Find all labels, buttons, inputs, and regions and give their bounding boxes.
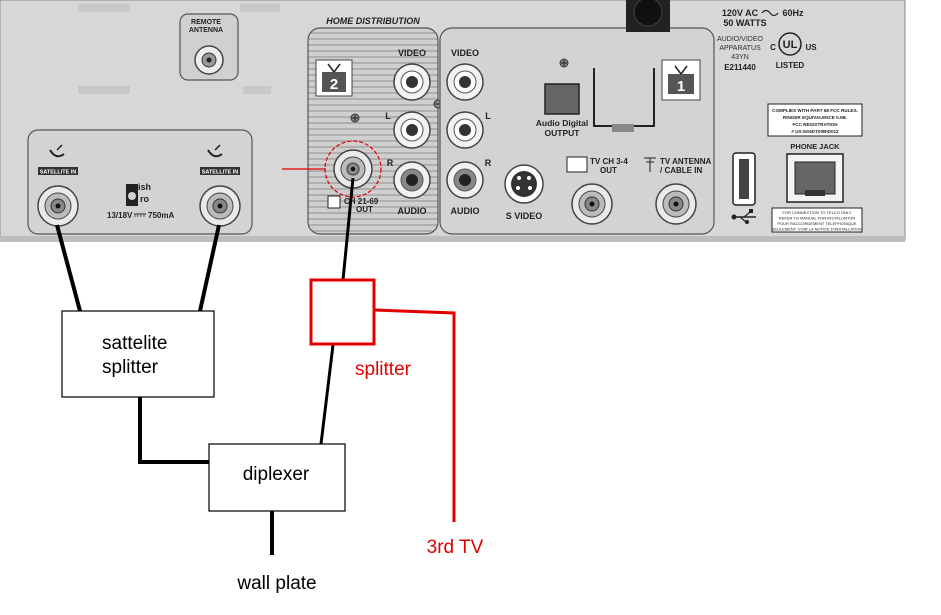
home-audio-r-rca-port[interactable] bbox=[393, 161, 431, 199]
tv-1-badge: 1 bbox=[677, 78, 685, 95]
svg-text:SEULEMENT: VOIR LA NOTICE D'IN: SEULEMENT: VOIR LA NOTICE D'INSTALLATION bbox=[772, 227, 863, 232]
screw-icon bbox=[350, 113, 360, 123]
power-rating-watts: 50 WATTS bbox=[723, 18, 766, 28]
tv-antenna-icon bbox=[327, 63, 341, 73]
main-r-label: R bbox=[485, 158, 492, 168]
svg-text:UL: UL bbox=[783, 39, 798, 51]
wall-plate-label: wall plate bbox=[236, 573, 316, 594]
satellite-in-port-2[interactable] bbox=[199, 185, 241, 227]
home-video-rca-port[interactable] bbox=[393, 63, 431, 101]
main-l-label: L bbox=[485, 111, 491, 121]
s-video-label: S VIDEO bbox=[506, 211, 543, 221]
power-rating-voltage: 120V AC bbox=[722, 8, 759, 18]
apparatus-label-1: AUDIO/VIDEO bbox=[717, 36, 763, 43]
antenna-icon bbox=[644, 157, 656, 172]
svg-text:REFER TO MANUAL FOR INSTALLATI: REFER TO MANUAL FOR INSTALLATION bbox=[779, 216, 855, 221]
cable-satellite-2 bbox=[198, 224, 221, 312]
satellite-splitter-label-1: sattelite bbox=[102, 333, 167, 354]
third-tv-label: 3rd TV bbox=[427, 537, 484, 558]
main-video-rca-port[interactable] bbox=[446, 63, 484, 101]
cable-splitter-to-3rd-tv bbox=[373, 308, 456, 522]
home-audio-l-rca-port[interactable] bbox=[393, 111, 431, 149]
remote-antenna-label-2: ANTENNA bbox=[189, 27, 223, 34]
usb-port[interactable] bbox=[732, 152, 756, 206]
ch-out-highlight bbox=[282, 140, 382, 198]
remote-antenna-label-1: REMOTE bbox=[191, 19, 221, 26]
tv-ch-out-label-2: OUT bbox=[600, 166, 617, 175]
receiver-back-panel: REMOTE ANTENNA SATELLITE IN SATELLITE IN… bbox=[0, 0, 906, 242]
certification-number: E211440 bbox=[724, 63, 756, 72]
main-video-label: VIDEO bbox=[451, 48, 479, 58]
splitter-box bbox=[309, 278, 376, 346]
main-audio-label: AUDIO bbox=[451, 206, 480, 216]
apparatus-label-3: 43YN bbox=[731, 54, 749, 61]
home-l-label: L bbox=[385, 111, 391, 121]
cable-sat-splitter-to-diplexer bbox=[138, 397, 209, 464]
svg-text:C: C bbox=[770, 43, 776, 52]
home-distribution-title: HOME DISTRIBUTION bbox=[326, 16, 420, 26]
svg-text:US: US bbox=[805, 43, 817, 52]
home-audio-label: AUDIO bbox=[398, 206, 427, 216]
splitter-label: splitter bbox=[355, 359, 412, 380]
power-cord-icon bbox=[626, 0, 670, 32]
tv-antenna-label-2: / CABLE IN bbox=[660, 166, 702, 175]
svg-text:FOR CONNECTION TO TELCO ONLY: FOR CONNECTION TO TELCO ONLY bbox=[782, 210, 851, 215]
telco-note-box: FOR CONNECTION TO TELCO ONLY REFER TO MA… bbox=[771, 207, 863, 233]
satellite-splitter-label-2: splitter bbox=[102, 357, 159, 378]
ch-out-label-1: CH 21-69 bbox=[344, 197, 379, 206]
ch-21-69-out-port[interactable] bbox=[333, 149, 373, 189]
power-rating-frequency: 60Hz bbox=[782, 8, 804, 18]
audio-digital-label-1: Audio Digital bbox=[536, 118, 588, 128]
phone-jack-port[interactable] bbox=[786, 153, 844, 203]
power-current-label: 750mA bbox=[148, 211, 174, 220]
diplexer-box bbox=[208, 443, 346, 512]
usb-icon bbox=[731, 209, 756, 224]
svg-text:POUR RACCORDEMENT TELEPHONIQUE: POUR RACCORDEMENT TELEPHONIQUE bbox=[777, 221, 857, 226]
cable-splitter-to-diplexer bbox=[319, 344, 335, 445]
s-video-port[interactable] bbox=[504, 164, 544, 204]
apparatus-label-2: APPARATUS bbox=[719, 45, 761, 52]
svg-text:# US:5G6DT00BID012: # US:5G6DT00BID012 bbox=[791, 129, 839, 134]
tv-antenna-cable-in-port[interactable] bbox=[655, 183, 697, 225]
satellite-in-label-2: SATELLITE IN bbox=[202, 170, 239, 176]
main-audio-r-rca-port[interactable] bbox=[446, 161, 484, 199]
ul-listed-logo: UL C US LISTED bbox=[770, 32, 817, 70]
tv-2-badge: 2 bbox=[330, 76, 338, 93]
screw-icon bbox=[559, 58, 569, 68]
satellite-splitter-box bbox=[61, 310, 215, 398]
home-r-label: R bbox=[387, 158, 394, 168]
power-spec-label: 13/18V bbox=[107, 211, 133, 220]
svg-text:COMPLIES WITH PART 68 FCC RULE: COMPLIES WITH PART 68 FCC RULES. bbox=[772, 108, 858, 113]
cable-satellite-1 bbox=[55, 224, 82, 312]
audio-digital-label-2: OUTPUT bbox=[545, 128, 581, 138]
svg-text:FCC REGISTRATION: FCC REGISTRATION bbox=[792, 122, 838, 127]
satellite-in-port-1[interactable] bbox=[37, 185, 79, 227]
svg-text:RINGER EQUIVALENCE 0.0B.: RINGER EQUIVALENCE 0.0B. bbox=[783, 115, 847, 120]
tv-antenna-icon bbox=[674, 65, 688, 75]
main-audio-l-rca-port[interactable] bbox=[446, 111, 484, 149]
ch-out-label-2: OUT bbox=[356, 205, 373, 214]
svg-text:ish: ish bbox=[138, 182, 151, 192]
cable-ch-out-to-splitter bbox=[341, 177, 355, 281]
tv-ch-out-label-1: TV CH 3-4 bbox=[590, 157, 628, 166]
diplexer-label: diplexer bbox=[243, 464, 310, 485]
svg-text:LISTED: LISTED bbox=[776, 61, 805, 70]
satellite-dish-icon bbox=[49, 144, 65, 158]
svg-text:ro: ro bbox=[140, 194, 150, 204]
dish-pro-logo: ish ro bbox=[126, 182, 151, 206]
satellite-in-section: SATELLITE IN SATELLITE IN ish ro 13/18V … bbox=[27, 129, 253, 235]
fcc-compliance-box: COMPLIES WITH PART 68 FCC RULES. RINGER … bbox=[767, 103, 863, 137]
satellite-in-label-1: SATELLITE IN bbox=[40, 170, 77, 176]
tv-ch-3-4-out-port[interactable] bbox=[571, 183, 613, 225]
remote-antenna-port[interactable]: REMOTE ANTENNA bbox=[179, 13, 239, 81]
home-video-label: VIDEO bbox=[398, 48, 426, 58]
satellite-dish-icon bbox=[207, 144, 223, 158]
ac-wave-icon bbox=[761, 9, 779, 17]
tv-antenna-label-1: TV ANTENNA bbox=[660, 157, 711, 166]
audio-digital-output-port[interactable] bbox=[544, 83, 580, 115]
phone-jack-label: PHONE JACK bbox=[790, 142, 840, 151]
